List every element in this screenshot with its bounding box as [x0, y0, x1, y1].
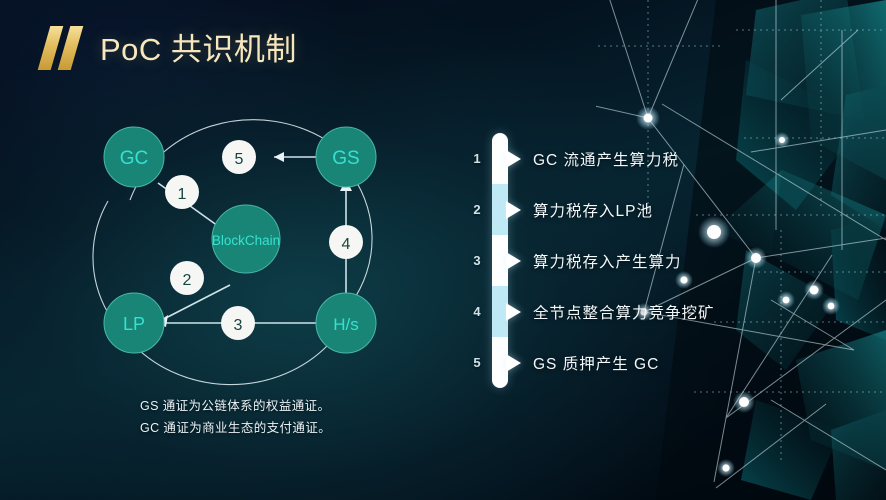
diagram-node-lp: LP [103, 292, 165, 354]
diagram-node-gs-label: GS [332, 148, 359, 169]
steps-bar-segment-4 [492, 286, 508, 337]
step-pointer-icon [506, 200, 521, 219]
diagram-notes: GS 通证为公链体系的权益通证。 GC 通证为商业生态的支付通证。 [140, 395, 331, 439]
svg-text:5: 5 [235, 151, 244, 168]
step-pointer-icon [506, 251, 521, 270]
diagram-badge-4: 4 [329, 225, 363, 259]
step-text-3: 算力税存入产生算力 [533, 253, 682, 271]
note-gs: GS 通证为公链体系的权益通证。 [140, 399, 331, 413]
step-number-2: 2 [473, 202, 481, 217]
arrowhead-to-gc [274, 152, 284, 162]
steps-bar-segment-2 [492, 184, 508, 235]
diagram-badge-3: 3 [221, 306, 255, 340]
step-item-2[interactable]: 2 算力税存入LP池 [466, 184, 786, 235]
diagram-node-gc: GC [103, 126, 165, 188]
step-item-1[interactable]: 1 GC 流通产生算力税 [466, 133, 786, 184]
step-text-5: GS 质押产生 GC [533, 355, 660, 373]
svg-text:2: 2 [183, 272, 192, 289]
svg-text:3: 3 [234, 317, 243, 334]
step-number-5: 5 [473, 355, 481, 370]
note-gc: GC 通证为商业生态的支付通证。 [140, 421, 332, 435]
page-title: PoC 共识机制 [37, 24, 297, 70]
svg-text:1: 1 [178, 186, 187, 203]
step-item-3[interactable]: 3 算力税存入产生算力 [466, 235, 786, 286]
diagram-badge-2: 2 [170, 261, 204, 295]
diagram-node-lp-label: LP [123, 314, 145, 334]
diagram-node-hs-label: H/s [333, 315, 359, 334]
poc-cycle-diagram: GC GS BlockChain LP H/s 1 [78, 105, 418, 395]
step-item-5[interactable]: 5 GS 质押产生 GC [466, 337, 786, 388]
diagram-node-gs: GS [315, 126, 377, 188]
steps-progress-bar [492, 133, 508, 388]
diagram-node-gc-label: GC [120, 148, 149, 169]
step-pointer-icon [506, 302, 521, 321]
diagram-node-blockchain-label: BlockChain [212, 233, 280, 248]
step-number-4: 4 [473, 304, 481, 319]
edge-blockchain-to-lp [159, 284, 231, 322]
step-text-4: 全节点整合算力竞争挖矿 [533, 304, 715, 322]
diagram-badge-5: 5 [222, 140, 256, 174]
gold-slashes-icon [37, 25, 84, 70]
step-text-2: 算力税存入LP池 [533, 202, 653, 220]
svg-text:4: 4 [342, 236, 351, 253]
steps-list: 1 GC 流通产生算力税 2 算力税存入LP池 3 算力税存入产生算力 4 全节… [466, 133, 786, 388]
step-number-3: 3 [473, 253, 481, 268]
diagram-badge-1: 1 [165, 175, 199, 209]
page-title-text: PoC 共识机制 [100, 32, 297, 67]
step-text-1: GC 流通产生算力税 [533, 151, 680, 169]
step-item-4[interactable]: 4 全节点整合算力竞争挖矿 [466, 286, 786, 337]
step-pointer-icon [506, 149, 521, 168]
polygon-network-decoration [596, 0, 886, 500]
diagram-node-hs: H/s [315, 292, 377, 354]
step-number-1: 1 [473, 151, 481, 166]
diagram-node-blockchain: BlockChain [211, 204, 281, 274]
step-pointer-icon [506, 353, 521, 372]
